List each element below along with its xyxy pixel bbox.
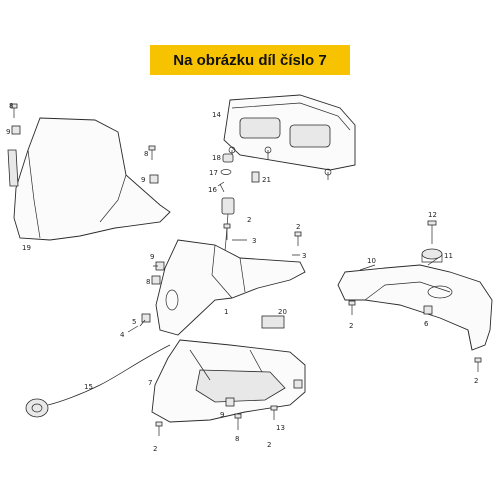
fastener-clips[interactable] [11,125,303,407]
callout-20: 20 [278,308,287,316]
part-11-bushing[interactable] [421,248,443,263]
part-1-headlight-housing[interactable] [155,239,306,336]
part-10-handlebar-cover[interactable] [337,264,493,351]
callout-9: 9 [6,128,10,136]
part-7-lower-frame[interactable] [151,339,306,423]
part-15-cable[interactable] [25,344,171,418]
part-6-clip[interactable] [423,305,433,315]
callout-19: 19 [22,244,31,252]
callout-8: 8 [144,150,148,158]
part-16-screw[interactable] [217,181,225,193]
callout-7: 7 [148,379,152,387]
part-20-block[interactable] [261,315,285,329]
fastener-screws[interactable] [10,103,482,436]
callout-21: 21 [262,176,271,184]
callout-11: 11 [444,252,453,260]
callout-14: 14 [212,111,221,119]
callout-labels: 19 8 9 8 9 14 18 17 16 21 2 3 2 3 12 11 … [6,102,478,453]
callout-12: 12 [428,211,437,219]
part-17-washer[interactable] [220,169,232,175]
callout-2: 2 [474,377,478,385]
callout-10: 10 [367,257,376,265]
banner-text: Na obrázku díl číslo 7 [173,51,327,69]
callout-2: 2 [267,441,271,449]
callout-2: 2 [153,445,157,453]
part-14-instrument-cluster[interactable] [223,94,356,180]
part-18-grommet[interactable] [222,153,234,163]
callout-16: 16 [208,186,217,194]
callout-13: 13 [276,424,285,432]
part-19-front-cover[interactable] [7,117,171,241]
callout-9: 9 [220,411,224,419]
callout-8: 8 [9,102,13,110]
callout-15: 15 [84,383,93,391]
callout-2: 2 [296,223,300,231]
callout-2: 2 [247,216,251,224]
callout-18: 18 [212,154,221,162]
part-12-screw[interactable] [427,220,437,244]
callout-2: 2 [349,322,353,330]
callout-5: 5 [132,318,136,326]
callout-8: 8 [235,435,239,443]
callout-9: 9 [141,176,145,184]
callout-6: 6 [424,320,429,328]
callout-9: 9 [150,253,154,261]
leader-lines [139,239,439,327]
callout-3: 3 [252,237,256,245]
part-21-nut[interactable] [251,171,260,183]
part-number-banner: Na obrázku díl číslo 7 [150,45,350,75]
callout-17: 17 [209,169,218,177]
callout-3: 3 [302,252,306,260]
callout-8: 8 [146,278,150,286]
callout-1: 1 [224,308,228,316]
callout-4: 4 [120,331,125,339]
